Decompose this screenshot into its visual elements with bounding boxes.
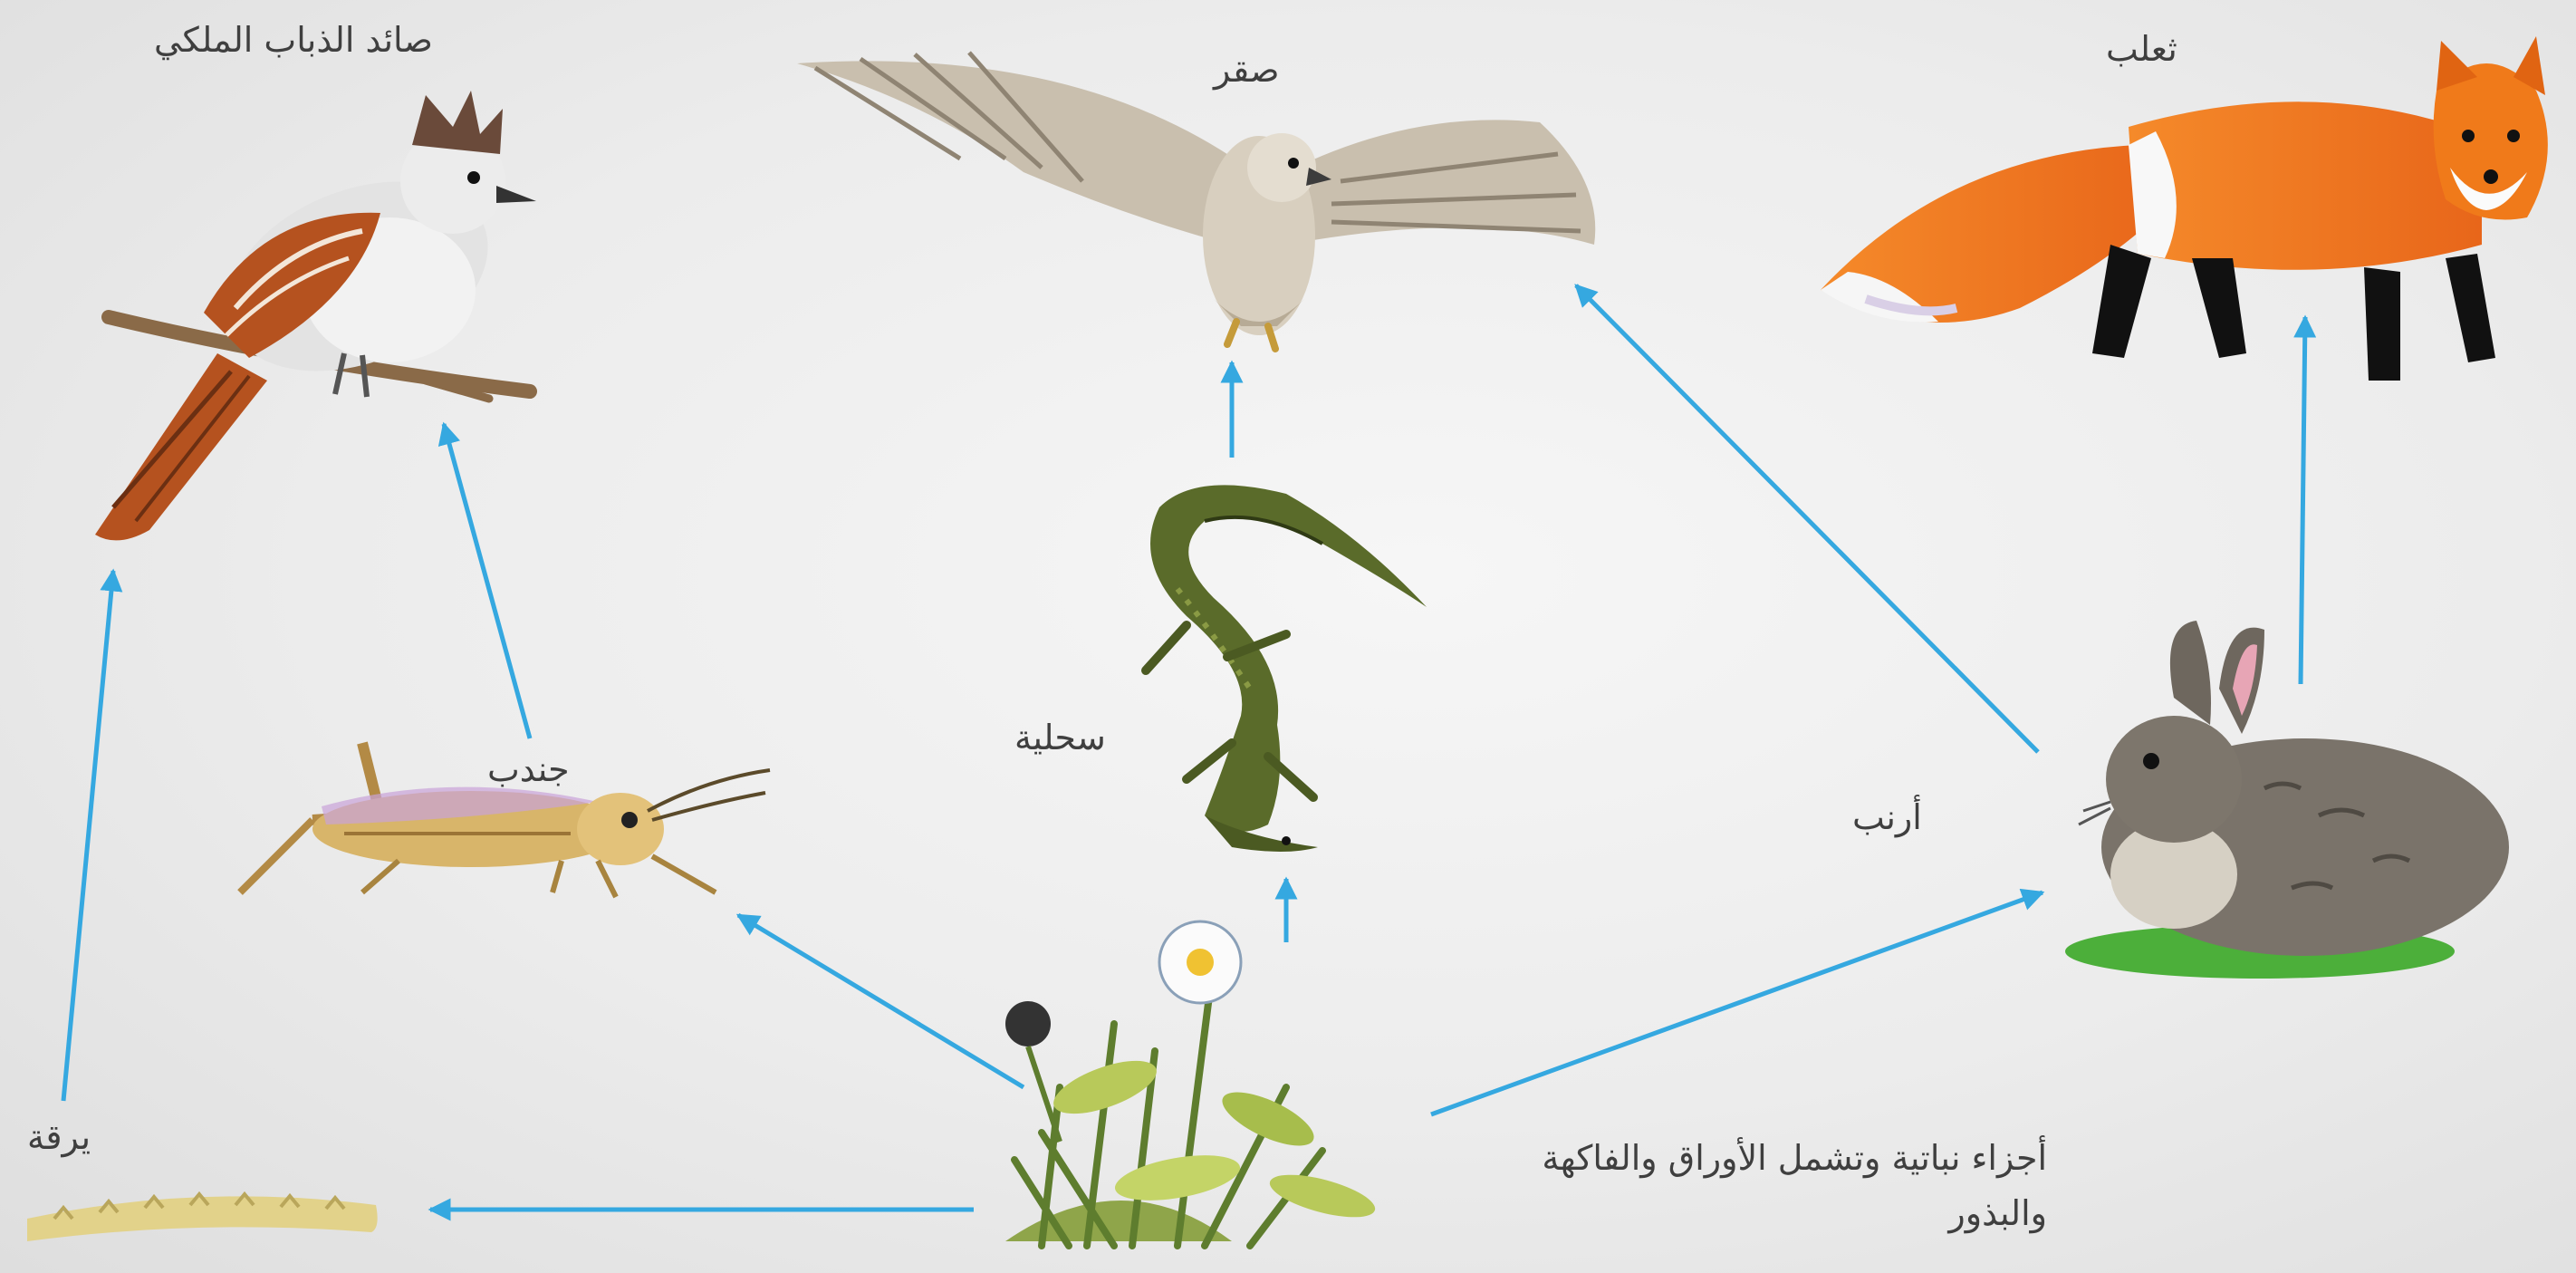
plants-illustration	[1005, 921, 1379, 1246]
arrow-grasshopper-to-flycatcher	[444, 424, 530, 738]
label-plants: أجزاء نباتية وتشمل الأوراق والفاكهة والب…	[1485, 1131, 2047, 1241]
daisy-flower	[1159, 921, 1241, 1003]
arrow-plants-to-grasshopper	[738, 915, 1024, 1087]
larva-illustration	[27, 1194, 378, 1241]
lizard-illustration	[1146, 485, 1427, 852]
fox-illustration	[1821, 36, 2548, 381]
label-hawk: صقر	[1214, 53, 1279, 87]
arrow-rabbit-to-hawk	[1576, 285, 2038, 752]
label-rabbit: أرنب	[1852, 800, 1922, 834]
rabbit-illustration	[2065, 621, 2509, 979]
label-grasshopper: جندب	[487, 752, 570, 786]
arrow-plants-to-rabbit	[1431, 892, 2043, 1114]
label-flycatcher: صائد الذباب الملكي	[154, 23, 433, 57]
flycatcher-illustration	[95, 91, 536, 540]
label-lizard: سحلية	[1014, 720, 1106, 755]
label-larva: يرقة	[27, 1120, 91, 1154]
hawk-illustration	[797, 53, 1595, 349]
arrow-rabbit-to-fox	[2301, 317, 2305, 684]
arrow-larva-to-flycatcher	[63, 571, 113, 1101]
label-fox: ثعلب	[2106, 32, 2177, 66]
arrows-layer	[63, 285, 2305, 1210]
